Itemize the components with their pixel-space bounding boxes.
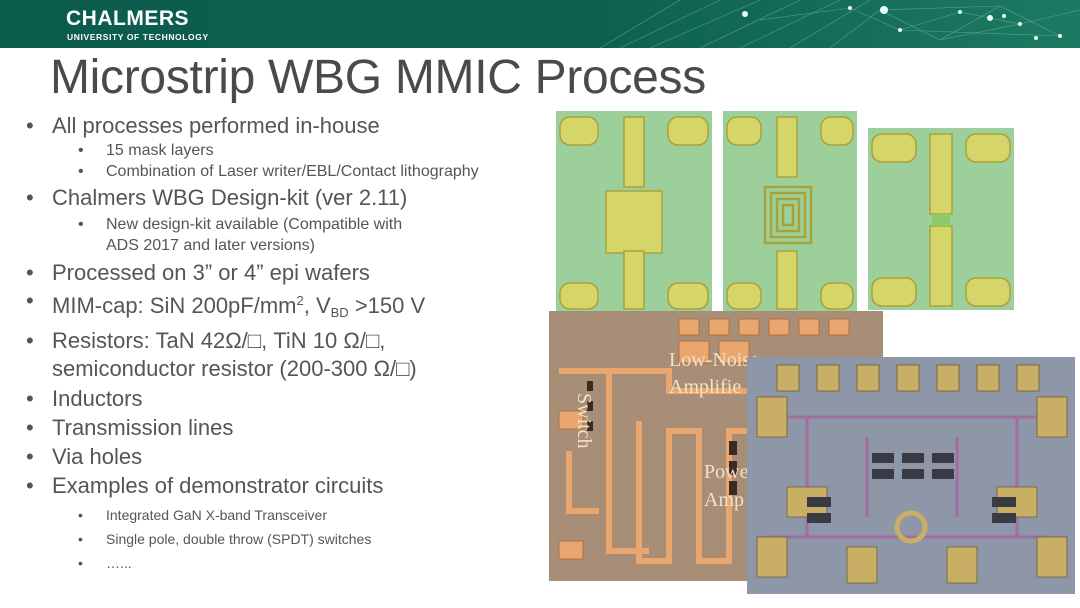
photo-spdt-switch [747,357,1075,594]
overlay-switch: Switch [573,393,595,449]
bullet-list: All processes performed in-house 15 mask… [24,112,544,575]
photo-spiral-inductor [723,111,857,311]
photo-test-structure-1 [556,111,712,311]
sub-bullet-spdt: Single pole, double throw (SPDT) switche… [24,527,544,551]
logo-wordmark: CHALMERS [66,7,189,30]
bullet-design-kit: Chalmers WBG Design-kit (ver 2.11) [24,184,544,212]
mim-cap-post: >150 V [348,293,426,318]
header-band: CHALMERS UNIVERSITY OF TECHNOLOGY [0,0,1080,48]
mim-cap-mid: , V [303,293,331,318]
slide-title: Microstrip WBG MMIC Process [50,51,706,104]
mim-cap-text: MIM-cap: SiN 200pF/mm [52,293,297,318]
overlay-low-noise: Low-Noise [669,349,759,371]
overlay-power: Powe [704,461,749,483]
sub-bullet-mask-layers: 15 mask layers [24,140,544,161]
overlay-power-amp: Amp [704,489,744,511]
sub-bullet-new-design-kit: New design-kit available (Compatible wit… [24,214,544,235]
bullet-resistors-cont: semiconductor resistor (200-300 Ω/□) [52,356,417,381]
bullet-epi-wafers: Processed on 3” or 4” epi wafers [24,259,544,287]
network-decoration [0,0,1080,48]
sub-bullet-lithography: Combination of Laser writer/EBL/Contact … [24,161,544,182]
mim-cap-sup: 2 [296,293,304,308]
bullet-inductors: Inductors [24,385,544,413]
bullet-transmission-lines: Transmission lines [24,414,544,442]
bullet-inhouse: All processes performed in-house [24,112,544,140]
overlay-amplifier: Amplifie [669,376,742,398]
sub-bullet-new-design-kit-cont: ADS 2017 and later versions) [106,237,315,254]
sub-bullet-more: …... [24,551,544,575]
bullet-demonstrators: Examples of demonstrator circuits [24,472,544,500]
bullet-via-holes: Via holes [24,443,544,471]
photo-resistor-structure [868,128,1014,310]
mim-cap-sub: BD [330,305,349,320]
bullet-mim-cap: MIM-cap: SiN 200pF/mm2, VBD >150 V [24,287,544,327]
logo-subtitle: UNIVERSITY OF TECHNOLOGY [67,32,209,42]
sub-bullet-transceiver: Integrated GaN X-band Transceiver [24,503,544,527]
bullet-resistors: Resistors: TaN 42Ω/□, TiN 10 Ω/□, [24,327,544,355]
